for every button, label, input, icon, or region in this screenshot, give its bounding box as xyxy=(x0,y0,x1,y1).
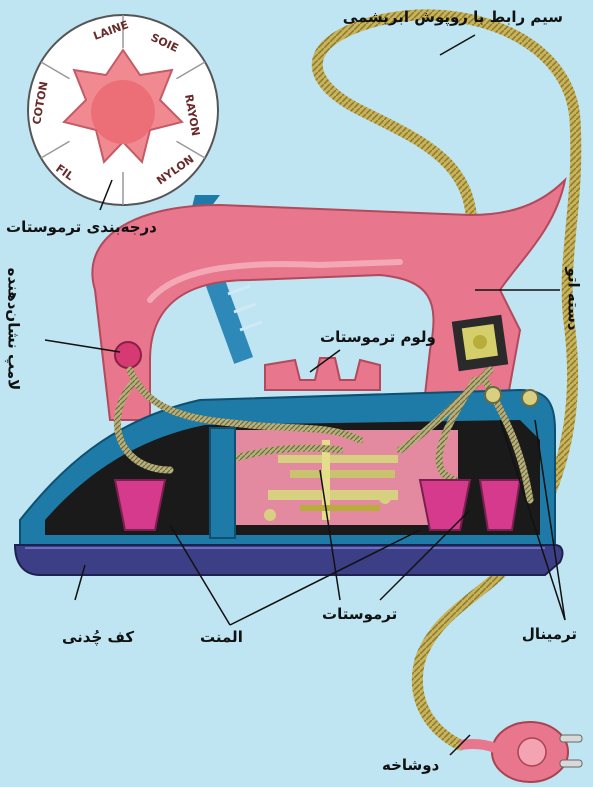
label-thermostat-scale: درجه‌بندی ترموستات xyxy=(6,218,157,236)
support-post xyxy=(210,428,235,538)
soleplate-body xyxy=(15,545,562,575)
label-thermostat: ترموستات xyxy=(322,605,397,623)
indicator-lamp xyxy=(115,342,141,368)
label-thermostat-knob: ولوم ترموستات xyxy=(320,328,436,346)
label-iron-handle: دسته اتو xyxy=(564,267,582,330)
label-soleplate: کف چُدنی xyxy=(62,628,134,646)
label-indicator-lamp: لامپ نشان‌دهنده xyxy=(4,268,22,391)
terminal-screw-1 xyxy=(485,387,501,403)
thermostat-dial: SOIE RAYON NYLON FIL COTON LAINE xyxy=(28,15,218,205)
terminal-block xyxy=(452,315,508,371)
label-terminal: ترمینال xyxy=(522,625,577,643)
label-cord: سیم رابط با روپوش ابریشمی xyxy=(343,8,563,26)
label-plug: دوشاخه xyxy=(382,756,439,774)
terminal-screw-2 xyxy=(522,390,538,406)
label-element: المنت xyxy=(200,628,243,646)
plug-drawing xyxy=(460,722,582,782)
